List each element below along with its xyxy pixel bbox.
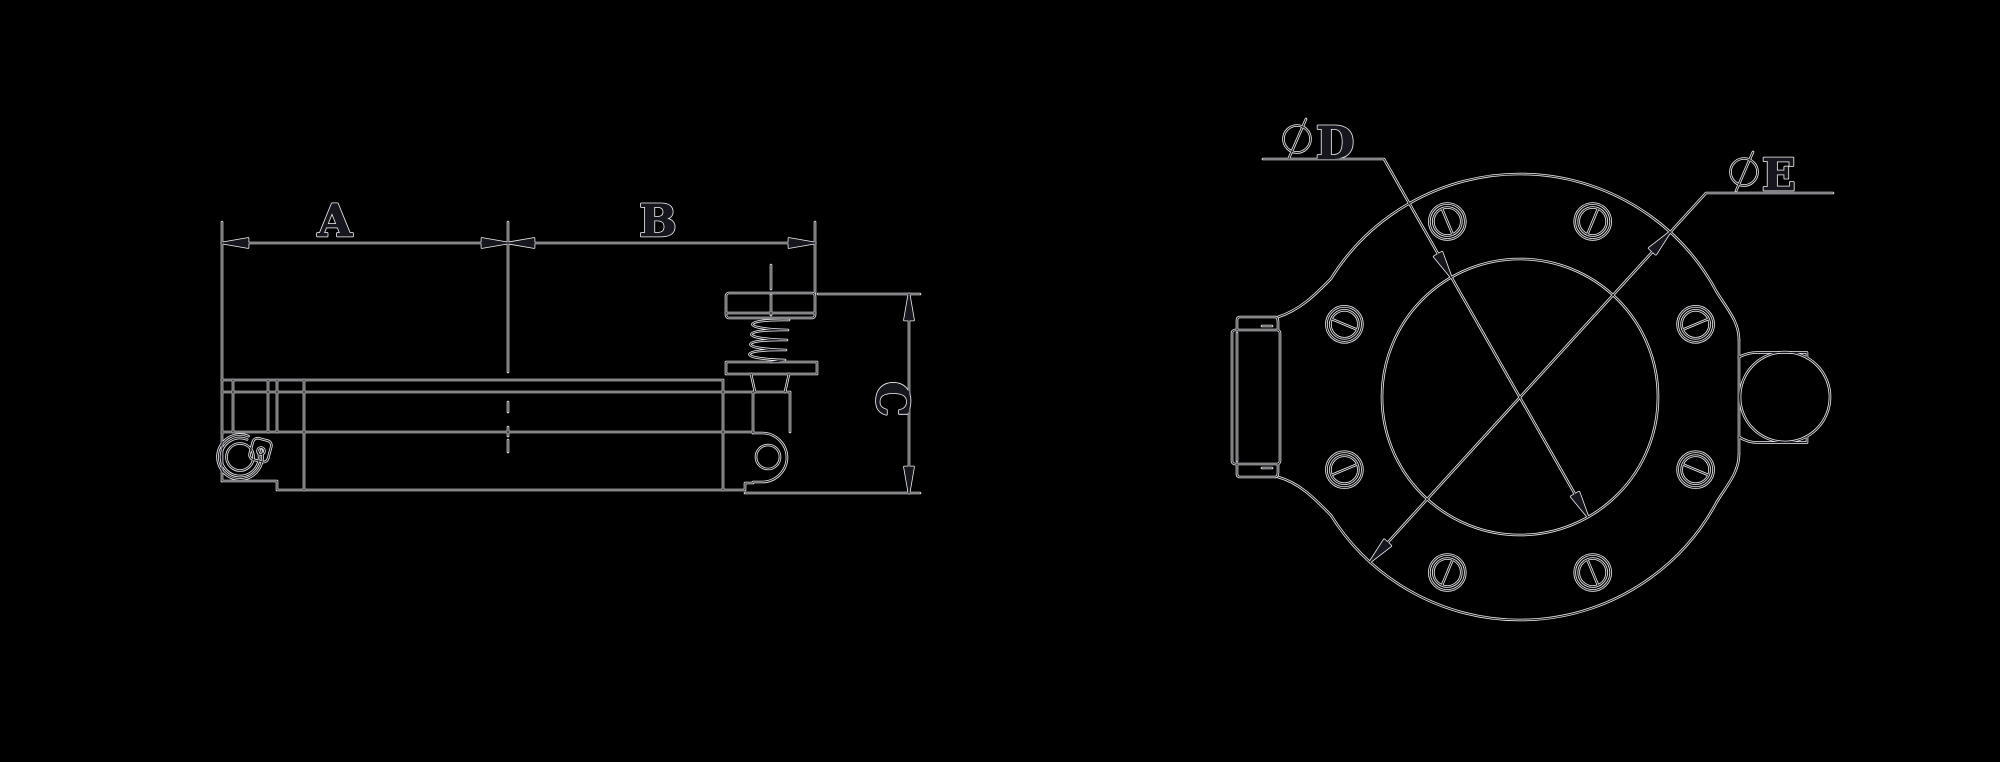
halo-layer <box>216 116 1835 622</box>
core-layer <box>216 117 1834 621</box>
